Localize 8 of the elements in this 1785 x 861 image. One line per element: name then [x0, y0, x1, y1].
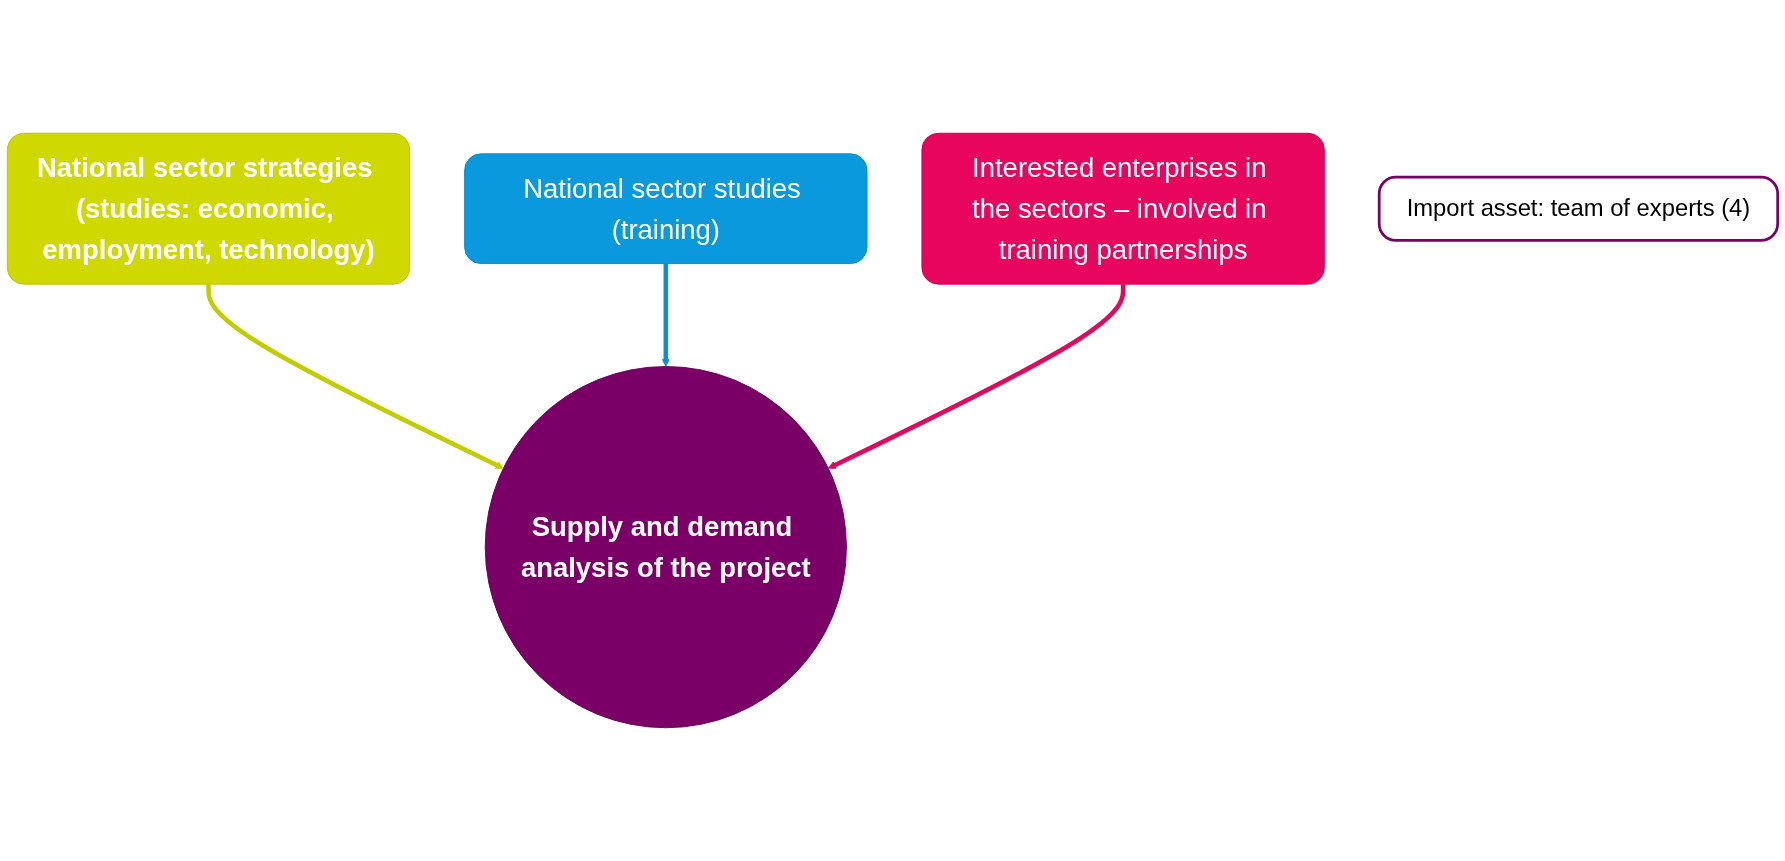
arrow	[661, 263, 670, 367]
node-circle: Supply and demand analysis of the project	[484, 366, 847, 729]
arrow	[828, 284, 1126, 469]
node-box: National sector strategies (studies: economic, employment, technology)	[6, 132, 411, 285]
node-box: Interested enterprises in the sectors – involved in training partnerships	[921, 132, 1325, 285]
node-box: Import asset: team of experts (4)	[1377, 175, 1780, 242]
node-box: National sector studies (training)	[464, 153, 868, 265]
arrow	[206, 284, 504, 469]
